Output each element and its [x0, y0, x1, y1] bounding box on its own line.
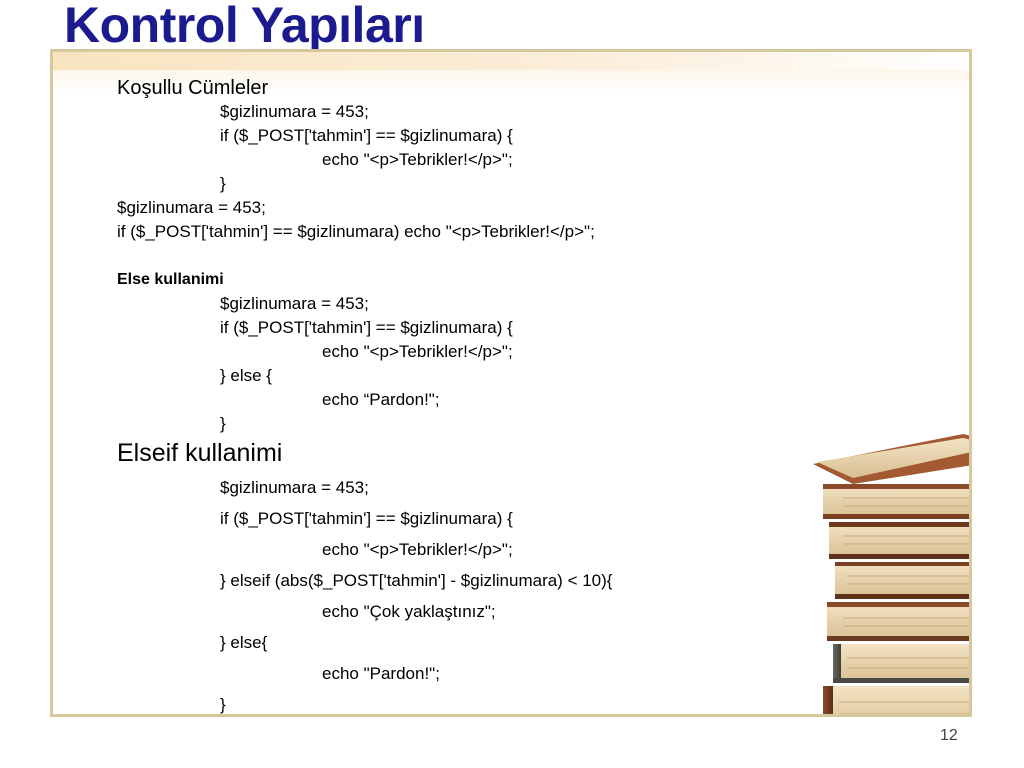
code-line: $gizlinumara = 453; — [117, 198, 266, 217]
section-heading-elseif: Elseif kullanimi — [117, 439, 283, 467]
code-line: } else{ — [220, 633, 268, 652]
code-line: echo "<p>Tebrikler!</p>"; — [322, 342, 513, 361]
code-line: $gizlinumara = 453; — [220, 102, 369, 121]
code-line: echo "<p>Tebrikler!</p>"; — [322, 540, 513, 559]
content-frame: Koşullu Cümleler $gizlinumara = 453; if … — [50, 49, 972, 717]
code-line: echo "Çok yaklaştınız"; — [322, 602, 496, 621]
code-line: } else { — [220, 366, 272, 385]
code-line: echo "Pardon!"; — [322, 664, 440, 683]
stacked-books-icon — [813, 434, 969, 714]
code-content: Koşullu Cümleler $gizlinumara = 453; if … — [117, 76, 969, 714]
frame-top-band — [53, 52, 969, 70]
code-line: $gizlinumara = 453; — [220, 478, 369, 497]
section-heading-else: Else kullanimi — [117, 271, 224, 288]
code-line: echo “Pardon!"; — [322, 390, 440, 409]
blank-line — [117, 244, 969, 268]
code-line: if ($_POST['tahmin'] == $gizlinumara) ec… — [117, 222, 595, 241]
code-line: echo "<p>Tebrikler!</p>"; — [322, 150, 513, 169]
code-line: $gizlinumara = 453; — [220, 294, 369, 313]
slide-title: Kontrol Yapıları — [64, 0, 425, 53]
code-line: if ($_POST['tahmin'] == $gizlinumara) { — [220, 126, 513, 145]
code-line: } elseif (abs($_POST['tahmin'] - $gizlin… — [220, 571, 613, 590]
code-line: } — [220, 414, 226, 433]
code-line: } — [220, 174, 226, 193]
section-heading-kosullu: Koşullu Cümleler — [117, 77, 269, 99]
code-line: } — [220, 695, 226, 714]
code-line: if ($_POST['tahmin'] == $gizlinumara) { — [220, 318, 513, 337]
page-number: 12 — [940, 727, 958, 744]
code-line: if ($_POST['tahmin'] == $gizlinumara) { — [220, 509, 513, 528]
